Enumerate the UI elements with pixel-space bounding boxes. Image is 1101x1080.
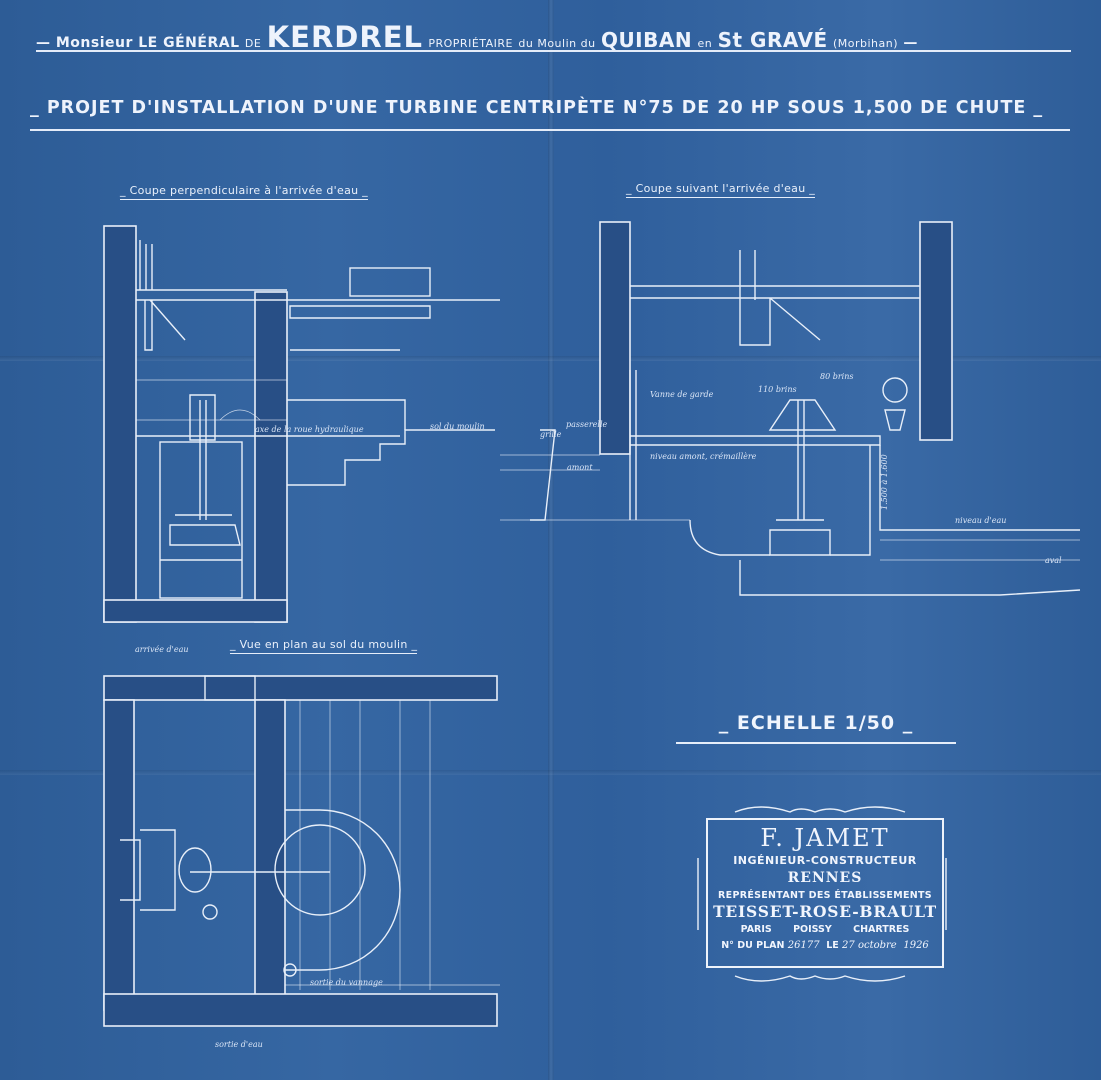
note-arrivee-eau: arrivée d'eau <box>135 645 189 654</box>
note-passerelle: passerelle <box>566 420 608 429</box>
note-aval: aval <box>1045 556 1062 565</box>
fold-line-horizontal-lower <box>0 770 1101 775</box>
stamp-plan-number: N° DU PLAN 26177 LE 27 octobre 1926 <box>721 940 929 951</box>
note-vanne-de-garde: Vanne de garde <box>650 390 714 399</box>
note-niveau-amont: niveau amont, crémaillère <box>650 452 757 461</box>
stamp-profession: INGÉNIEUR-CONSTRUCTEUR <box>733 854 917 867</box>
title-role: PROPRIÉTAIRE <box>428 37 513 50</box>
stamp-branches: PARIS POISSY CHARTRES <box>740 924 910 935</box>
caption-section-perpendicular: _ Coupe perpendiculaire à l'arrivée d'ea… <box>120 184 368 200</box>
note-dim-1500: 1.500 à 1.600 <box>880 454 889 510</box>
title-underline <box>36 50 1071 52</box>
stamp-company: TEISSET-ROSE-BRAULT <box>713 902 937 921</box>
title-de: DE <box>244 37 262 50</box>
title-en: en <box>697 37 713 50</box>
note-amont: amont <box>567 463 593 472</box>
title-name: KERDREL <box>266 20 423 54</box>
engineer-stamp: F. JAMET INGÉNIEUR-CONSTRUCTEUR RENNES R… <box>706 818 944 968</box>
note-niveau-aval: niveau d'eau <box>955 516 1007 525</box>
note-sol-du-moulin: sol du moulin <box>430 422 485 431</box>
title-mill: QUIBAN <box>600 28 693 52</box>
caption-section-along: _ Coupe suivant l'arrivée d'eau _ <box>626 182 816 198</box>
stamp-represents: REPRÉSENTANT DES ÉTABLISSEMENTS <box>718 890 932 901</box>
title-du-moulin: du Moulin du <box>518 37 596 50</box>
project-title-underline <box>30 129 1070 131</box>
title-rank: LE GÉNÉRAL <box>138 35 240 51</box>
note-dim-110: 110 brins <box>758 385 797 394</box>
note-axe-roue: axe de la roue hydraulique <box>255 425 364 434</box>
scale-label: _ ECHELLE 1/50 _ <box>676 712 956 744</box>
title-region: (Morbihan) <box>832 37 899 50</box>
fold-line-vertical <box>548 0 554 1080</box>
drawing-plan-view <box>103 675 500 1027</box>
title-prefix: Monsieur <box>55 35 133 51</box>
note-dim-80: 80 brins <box>820 372 854 381</box>
drawing-section-perpendicular <box>103 225 500 623</box>
stamp-ornament <box>697 806 947 982</box>
caption-plan-view: _ Vue en plan au sol du moulin _ <box>230 638 418 654</box>
note-sortie-vannage: sortie du vannage <box>310 978 383 987</box>
project-title-text: PROJET D'INSTALLATION D'UNE TURBINE CENT… <box>46 98 1027 118</box>
note-grille: grille <box>540 430 562 439</box>
owner-title: — Monsieur LE GÉNÉRAL DE KERDREL PROPRIÉ… <box>36 20 1071 54</box>
project-title: _ PROJET D'INSTALLATION D'UNE TURBINE CE… <box>30 98 1070 131</box>
title-place: St GRAVÉ <box>717 28 828 52</box>
drawing-section-along <box>500 221 1081 596</box>
fold-line-horizontal <box>0 356 1101 361</box>
note-sortie-eau: sortie d'eau <box>215 1040 263 1049</box>
stamp-name: F. JAMET <box>760 824 890 852</box>
stamp-city: RENNES <box>787 870 863 886</box>
